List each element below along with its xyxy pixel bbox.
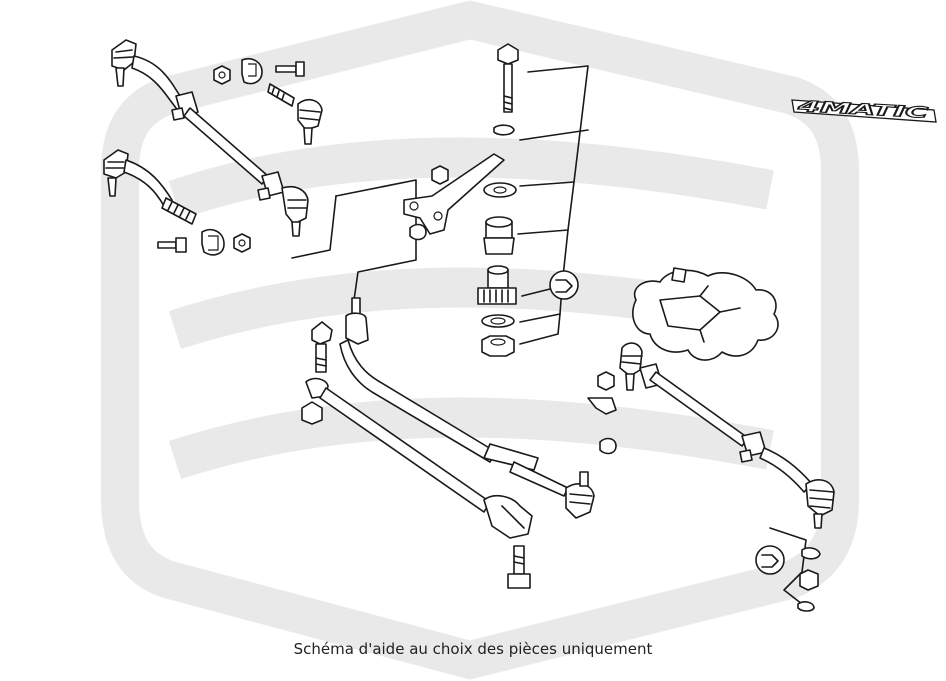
watermark-logo [101, 0, 859, 680]
leader-lines-upper [291, 179, 417, 301]
centre-stack [477, 43, 519, 357]
steering-gearbox [632, 267, 779, 361]
lower-connecting-rod [301, 321, 533, 589]
lower-tie-rod-end [103, 149, 197, 225]
upper-tie-rod-assembly [111, 39, 323, 237]
hardware-parts [157, 57, 305, 256]
diagram-caption: Schéma d'aide au choix des pièces unique… [293, 640, 653, 658]
lower-right-hardware [755, 527, 821, 612]
wrench-icon [549, 270, 579, 300]
drag-link [339, 297, 595, 519]
idler-arm [403, 153, 505, 241]
right-tie-rod-assembly [587, 342, 835, 529]
